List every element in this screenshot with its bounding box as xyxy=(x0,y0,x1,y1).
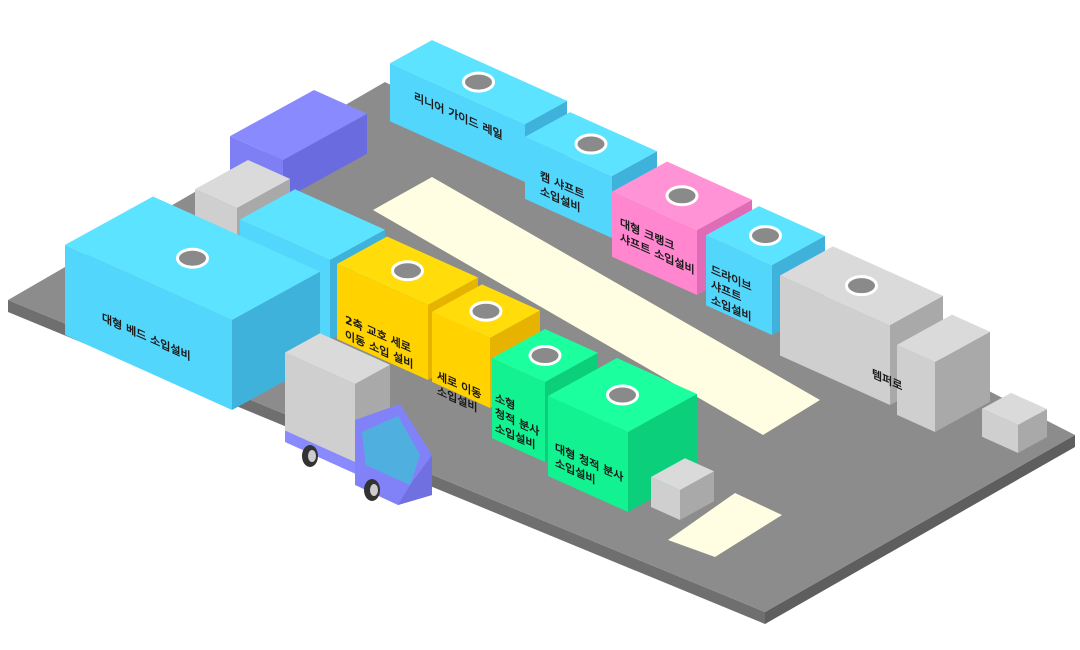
drive-shaft-unit-front-face xyxy=(706,235,772,335)
large-spray-unit-marker-icon xyxy=(606,384,639,406)
truck-cargo-top-face xyxy=(285,333,390,384)
small-spray-unit-marker-icon xyxy=(528,345,562,366)
two-axis-unit-front-face xyxy=(337,264,428,380)
two-axis-unit-marker-icon xyxy=(391,260,424,282)
truck-cab-side xyxy=(398,455,432,505)
drive-shaft-unit-marker-icon xyxy=(749,225,782,247)
aisle-short xyxy=(668,493,782,557)
large-bed-unit-marker-icon xyxy=(176,247,209,269)
vertical-move-unit-marker-icon xyxy=(469,300,503,322)
small-box-top-face xyxy=(651,458,714,490)
tamper-box-top-face xyxy=(897,314,990,362)
linear-guide-rail-front-face xyxy=(390,63,525,182)
crankshaft-unit-front-face xyxy=(612,191,697,295)
large-spray-unit-front-face xyxy=(548,396,628,512)
tamper-furnace-front-face xyxy=(780,275,890,405)
small-crate-side-face xyxy=(1018,409,1047,453)
large-bed-unit-side-face xyxy=(232,271,320,410)
small-crate-front-face xyxy=(982,408,1018,453)
linear-guide-rail-marker-icon xyxy=(462,71,495,93)
crankshaft-unit-marker-icon xyxy=(665,185,699,207)
purple-unit-side-face xyxy=(283,113,367,200)
small-spray-unit-front-face xyxy=(492,358,545,462)
truck-hub-icon xyxy=(308,450,316,462)
tamper-box-front-face xyxy=(897,344,935,432)
cam-shaft-unit-marker-icon xyxy=(574,133,608,155)
small-box-side-face xyxy=(680,471,714,520)
purple-unit-top-face xyxy=(230,89,367,160)
floor-side-edge xyxy=(765,435,1075,624)
truck-windshield xyxy=(362,416,420,485)
truck-hub-icon xyxy=(370,484,378,496)
large-bed-unit-front-face xyxy=(65,244,232,410)
tamper-furnace-marker-icon xyxy=(845,275,878,297)
aisle-long xyxy=(373,177,820,435)
vertical-move-unit-front-face xyxy=(432,311,490,408)
small-crate-top-face xyxy=(982,392,1047,425)
small-box-front-face xyxy=(651,476,680,520)
cam-shaft-unit-front-face xyxy=(525,136,612,238)
gray-box-top-face xyxy=(195,159,290,208)
cyan-unit-top-face xyxy=(240,189,385,260)
truck-cargo-front-face xyxy=(285,352,355,462)
tamper-box-side-face xyxy=(935,331,990,432)
